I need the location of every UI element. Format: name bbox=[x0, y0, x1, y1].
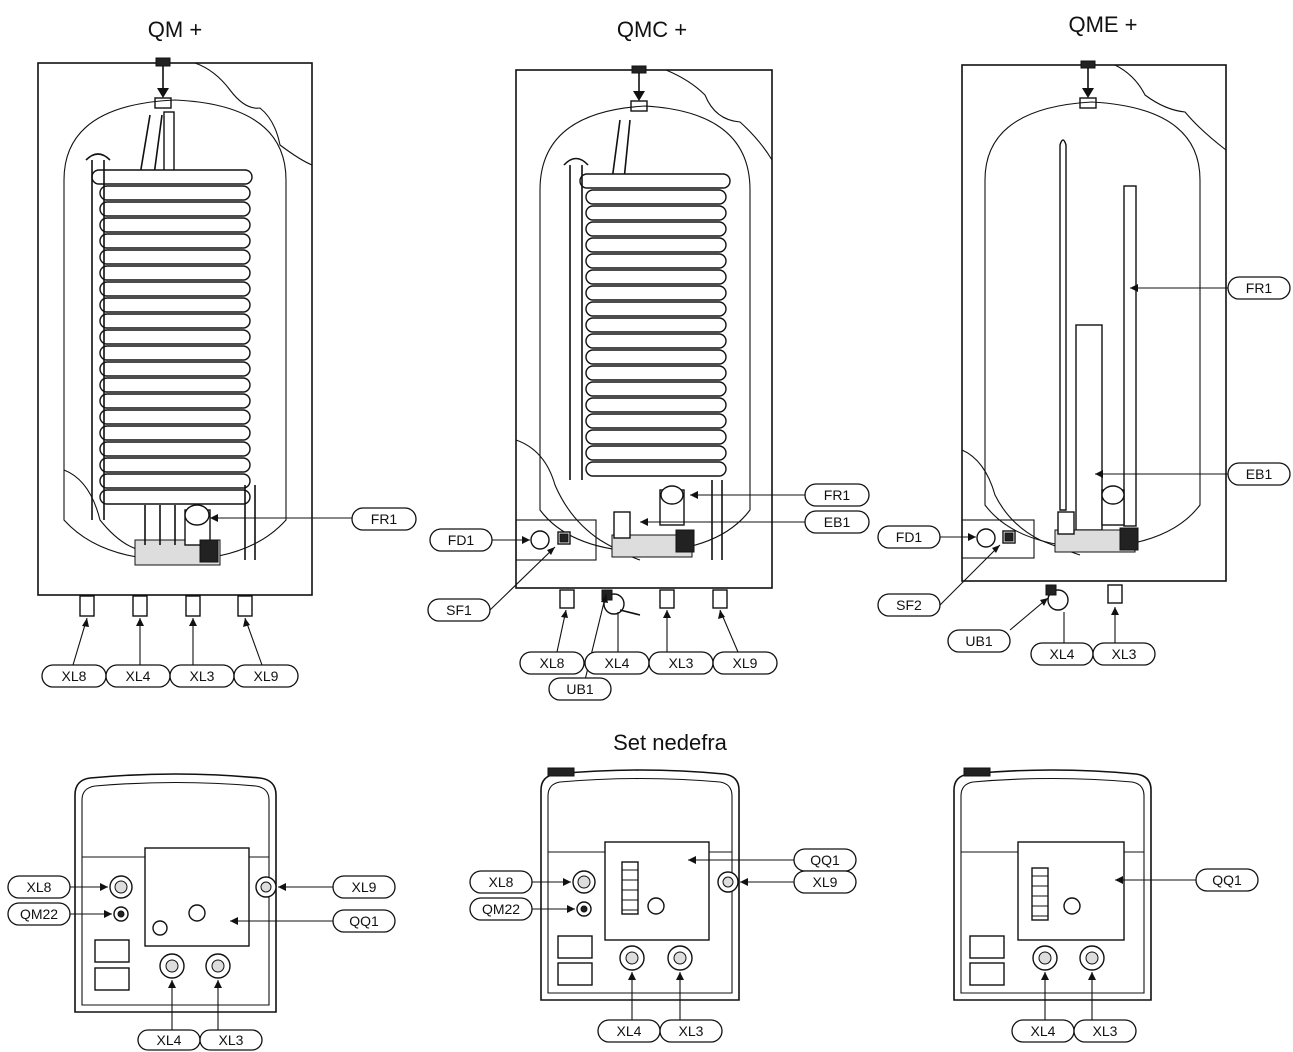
label-qmc-xl3: XL3 bbox=[669, 655, 694, 671]
label-qm-xl9: XL9 bbox=[254, 668, 279, 684]
unit-qm: FR1 XL8 XL4 XL3 XL9 bbox=[37, 57, 417, 688]
label-qmc-xl4: XL4 bbox=[605, 655, 630, 671]
label-qme-ub1: UB1 bbox=[965, 633, 992, 649]
bottom-view-1: XL8 QM22 XL9 QQ1 XL4 XL3 bbox=[7, 773, 396, 1051]
label-qmc-ub1: UB1 bbox=[566, 681, 593, 697]
label-b2-xl8: XL8 bbox=[489, 874, 514, 890]
label-qm-fr1: FR1 bbox=[371, 511, 398, 527]
label-b2-xl9: XL9 bbox=[813, 874, 838, 890]
title-qmc: QMC + bbox=[617, 17, 687, 42]
title-qm: QM + bbox=[148, 17, 202, 42]
label-b1-qm22: QM22 bbox=[20, 906, 58, 922]
label-b3-xl4: XL4 bbox=[1031, 1023, 1056, 1039]
unit-qme: FR1 EB1 FD1 SF2 UB1 XL4 XL3 bbox=[877, 60, 1291, 666]
label-b1-xl9: XL9 bbox=[352, 879, 377, 895]
bottom-view-3: QQ1 XL4 XL3 bbox=[953, 767, 1259, 1043]
title-bottom: Set nedefra bbox=[613, 730, 728, 755]
label-qm-xl3: XL3 bbox=[190, 668, 215, 684]
label-qme-sf2: SF2 bbox=[896, 597, 922, 613]
label-qmc-eb1: EB1 bbox=[824, 514, 851, 530]
label-b1-xl3: XL3 bbox=[219, 1032, 244, 1048]
label-qmc-fd1: FD1 bbox=[448, 532, 475, 548]
label-b2-xl4: XL4 bbox=[617, 1023, 642, 1039]
label-qme-fd1: FD1 bbox=[896, 529, 923, 545]
label-qmc-xl8: XL8 bbox=[540, 655, 565, 671]
label-b1-qq1: QQ1 bbox=[349, 913, 379, 929]
label-qmc-fr1: FR1 bbox=[824, 487, 851, 503]
label-qm-xl4: XL4 bbox=[126, 668, 151, 684]
bottom-view-2: QQ1 XL9 XL8 QM22 XL4 XL3 bbox=[469, 767, 857, 1043]
label-qme-fr1: FR1 bbox=[1246, 280, 1273, 296]
label-b2-xl3: XL3 bbox=[679, 1023, 704, 1039]
label-qm-xl8: XL8 bbox=[62, 668, 87, 684]
label-qmc-sf1: SF1 bbox=[446, 602, 472, 618]
label-qme-xl4: XL4 bbox=[1050, 646, 1075, 662]
label-qme-xl3: XL3 bbox=[1112, 646, 1137, 662]
label-qme-eb1: EB1 bbox=[1246, 466, 1273, 482]
label-b2-qm22: QM22 bbox=[482, 901, 520, 917]
label-b1-xl8: XL8 bbox=[27, 879, 52, 895]
label-b2-qq1: QQ1 bbox=[810, 852, 840, 868]
unit-qmc: FD1 SF1 FR1 EB1 XL8 XL4 XL3 XL9 UB1 bbox=[427, 65, 870, 701]
label-qmc-xl9: XL9 bbox=[733, 655, 758, 671]
title-qme: QME + bbox=[1068, 12, 1137, 37]
label-b3-xl3: XL3 bbox=[1093, 1023, 1118, 1039]
label-b3-qq1: QQ1 bbox=[1212, 872, 1242, 888]
label-b1-xl4: XL4 bbox=[157, 1032, 182, 1048]
